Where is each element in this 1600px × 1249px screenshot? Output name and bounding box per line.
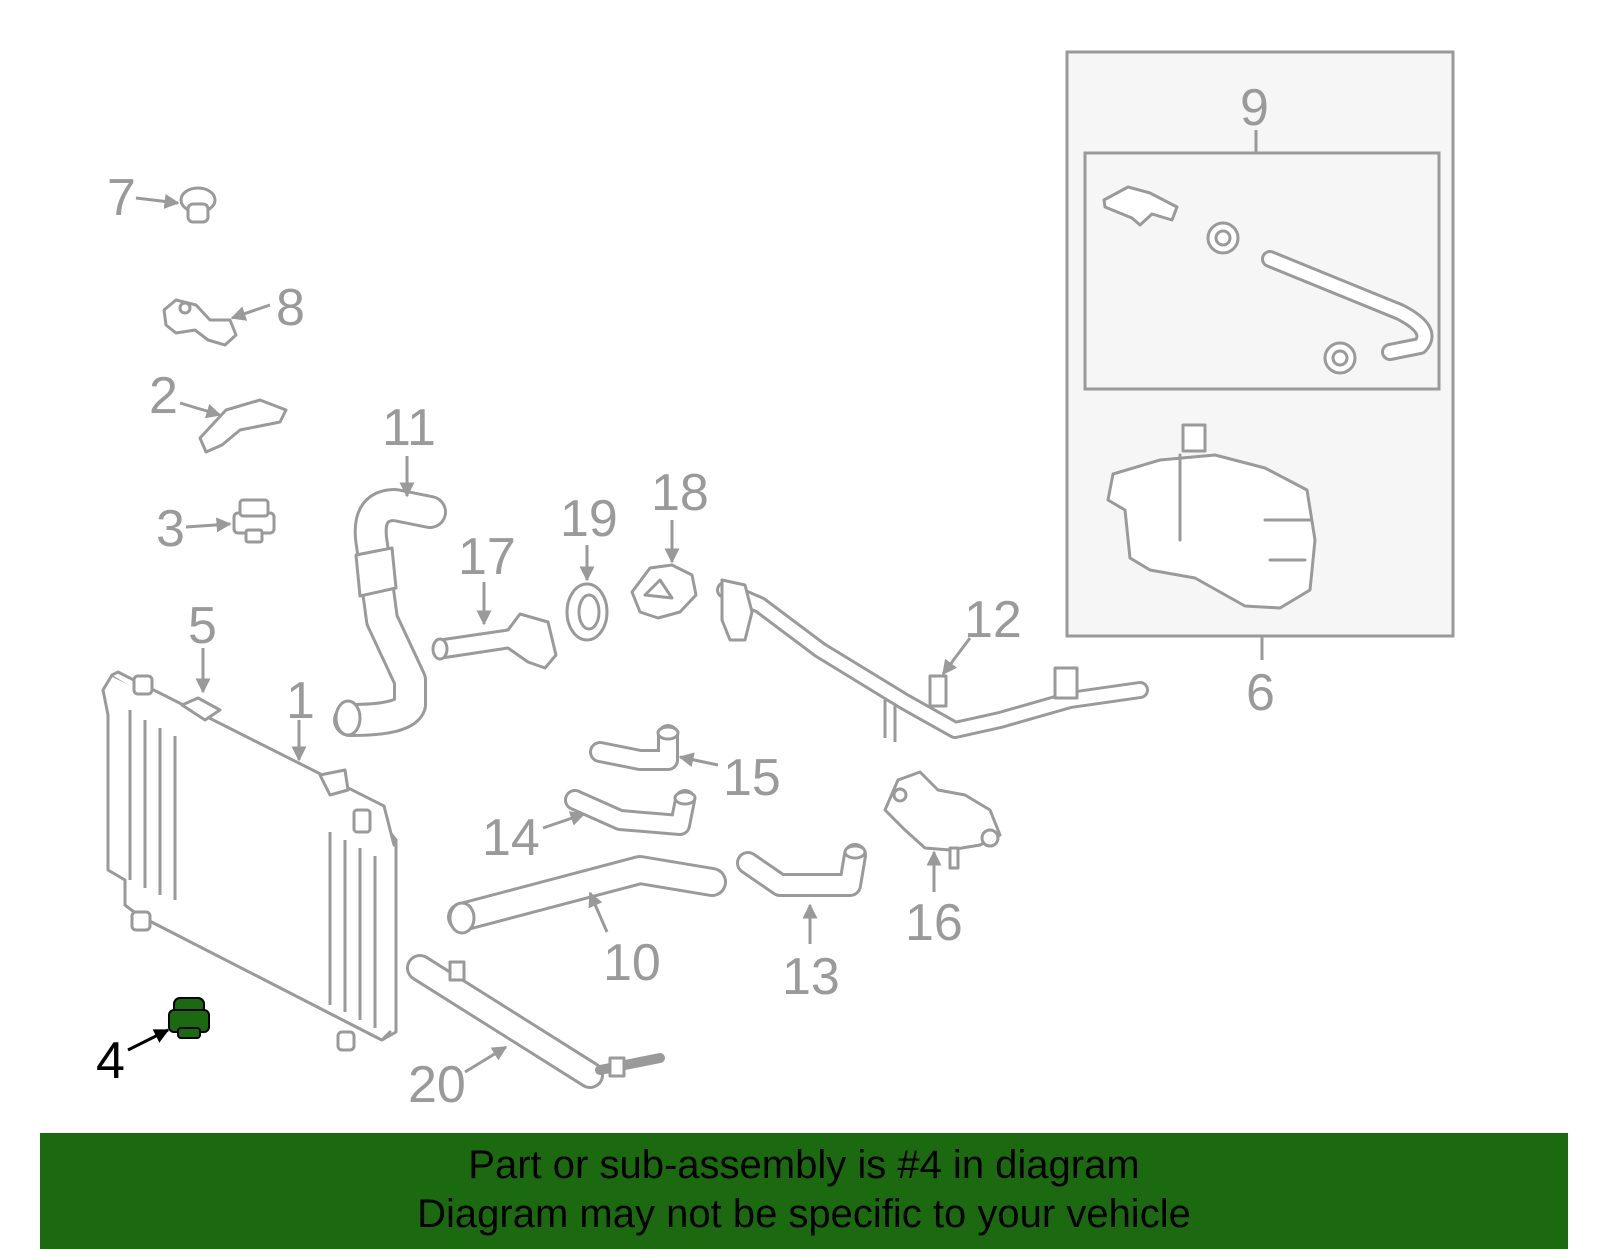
svg-text:4: 4 — [96, 1032, 125, 1090]
part-2-support[interactable] — [198, 398, 288, 454]
svg-text:6: 6 — [1246, 664, 1275, 722]
svg-text:12: 12 — [964, 591, 1022, 649]
callout-2: 2 — [149, 367, 222, 425]
callout-3: 3 — [156, 500, 232, 558]
part-3-cushion[interactable] — [232, 498, 276, 544]
part-1-radiator[interactable] — [101, 670, 398, 1052]
part-17-inlet[interactable] — [431, 612, 558, 670]
svg-text:13: 13 — [782, 948, 840, 1006]
callout-11: 11 — [382, 399, 436, 498]
svg-text:16: 16 — [905, 894, 963, 952]
callout-14: 14 — [482, 809, 586, 867]
part-19-gasket[interactable] — [565, 582, 609, 642]
svg-text:9: 9 — [1240, 79, 1269, 137]
svg-text:19: 19 — [560, 490, 618, 548]
part-info-banner: Part or sub-assembly is #4 in diagram Di… — [40, 1133, 1568, 1249]
part-13-hose[interactable] — [736, 843, 867, 897]
callout-16: 16 — [905, 850, 963, 952]
part-8-bracket[interactable] — [162, 298, 238, 347]
svg-text:20: 20 — [408, 1056, 466, 1114]
part-7-cushion[interactable] — [179, 186, 217, 224]
callout-7: 7 — [107, 169, 180, 227]
part-12-bypass-pipe[interactable] — [716, 578, 1149, 742]
svg-text:8: 8 — [276, 279, 305, 337]
part-9-hose-kit[interactable] — [1102, 185, 1434, 375]
svg-text:3: 3 — [156, 500, 185, 558]
callout-18: 18 — [651, 464, 709, 564]
callout-12: 12 — [941, 591, 1022, 676]
part-11-upper-hose[interactable] — [333, 488, 447, 737]
part-4-cushion-highlighted[interactable] — [168, 997, 210, 1039]
part-6-reservoir[interactable] — [1106, 423, 1317, 610]
part-14-hose[interactable] — [564, 789, 697, 836]
callout-20: 20 — [408, 1045, 508, 1114]
callout-13: 13 — [782, 903, 840, 1006]
svg-text:5: 5 — [188, 597, 217, 655]
callout-15: 15 — [678, 749, 781, 807]
svg-text:18: 18 — [651, 464, 709, 522]
callout-10: 10 — [588, 891, 661, 992]
callout-5: 5 — [188, 597, 217, 694]
svg-text:11: 11 — [382, 399, 436, 457]
callout-19: 19 — [560, 490, 618, 582]
part-16-water-outlet[interactable] — [883, 770, 1002, 870]
svg-text:17: 17 — [458, 528, 516, 586]
banner-line-part: Part or sub-assembly is #4 in diagram — [468, 1143, 1140, 1187]
callout-4: 4 — [96, 1028, 170, 1090]
part-15-hose[interactable] — [589, 724, 680, 771]
svg-text:14: 14 — [482, 809, 540, 867]
svg-text:7: 7 — [107, 169, 136, 227]
banner-line-disclaimer: Diagram may not be specific to your vehi… — [417, 1192, 1191, 1236]
callout-17: 17 — [458, 528, 516, 626]
callout-1: 1 — [286, 672, 315, 762]
part-10-lower-hose[interactable] — [447, 855, 727, 935]
svg-text:1: 1 — [286, 672, 315, 730]
callout-8: 8 — [230, 279, 305, 337]
callout-9: 9 — [1240, 79, 1269, 137]
svg-text:10: 10 — [603, 934, 661, 992]
part-18-thermostat[interactable] — [630, 563, 698, 620]
svg-text:2: 2 — [149, 367, 178, 425]
svg-text:15: 15 — [723, 749, 781, 807]
callout-6: 6 — [1246, 664, 1275, 722]
part-20-pipe[interactable] — [406, 954, 665, 1089]
